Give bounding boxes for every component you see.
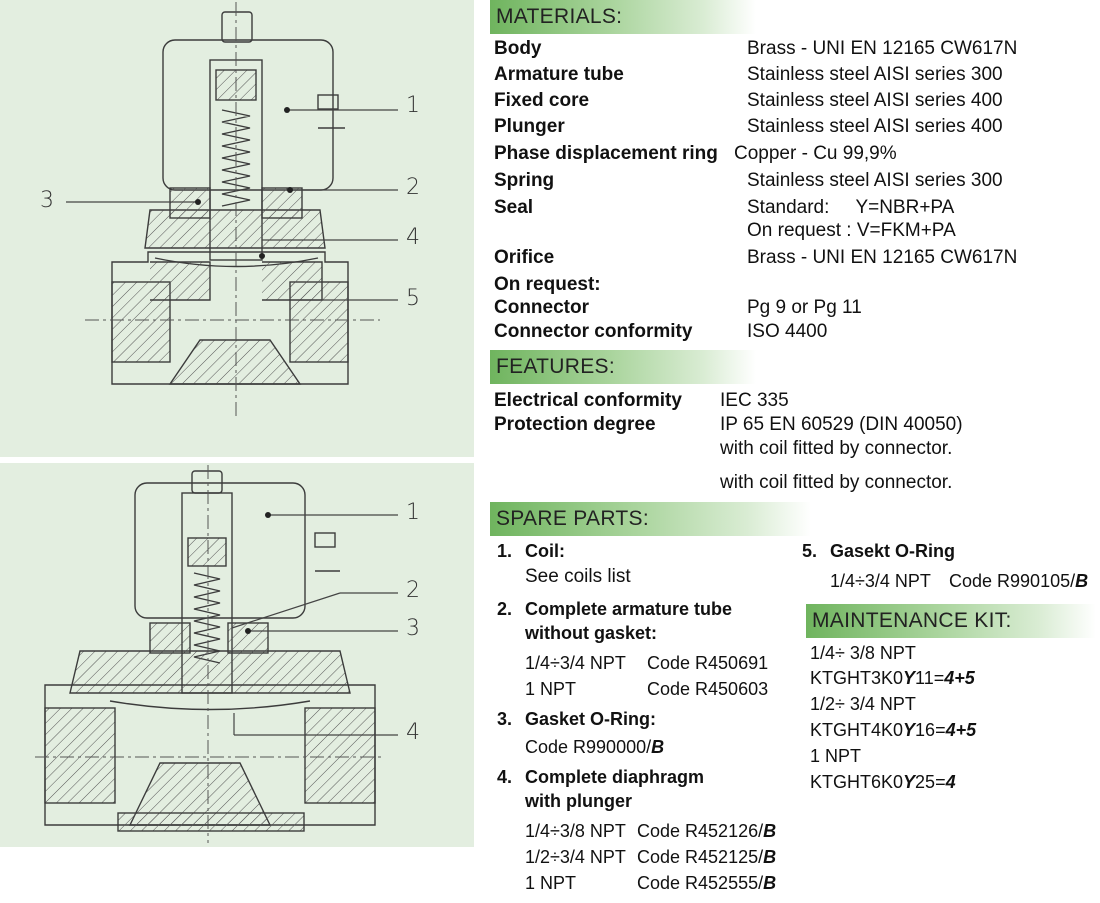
valve-drawing-bottom-panel: 1 2 3 4	[0, 463, 474, 847]
callout-1: 1	[406, 500, 420, 525]
material-row: On request:	[494, 274, 601, 295]
callout-4: 4	[406, 225, 420, 250]
spare-part-3-name: Gasket O-Ring:	[525, 709, 657, 729]
spare-part-5-num: 5.	[802, 541, 818, 561]
material-row: Connector	[494, 297, 589, 318]
kit-code: KTGHT6K0Y25=4	[810, 772, 956, 792]
spare-part-2-size: 1/4÷3/4 NPT	[525, 653, 626, 673]
valve-drawing-top-panel: 1 2 3 4 5	[0, 0, 474, 457]
material-row: Plunger	[494, 116, 565, 137]
spare-part-1-name: Coil:	[525, 541, 565, 561]
spare-part-2-code: Code R450603	[647, 679, 769, 699]
spare-part-5-size: 1/4÷3/4 NPT	[830, 571, 931, 591]
spare-part-1-num: 1.	[497, 541, 513, 561]
material-value: Stainless steel AISI series 300	[747, 170, 1003, 191]
spare-part-3-num: 3.	[497, 709, 513, 729]
material-row: Spring	[494, 170, 555, 191]
valve-section-drawing-bottom	[35, 465, 398, 843]
spare-part-4-code: Code R452555/B	[637, 873, 777, 893]
material-value: Stainless steel AISI series 400	[747, 116, 1003, 137]
spare-part-2-num: 2.	[497, 599, 513, 619]
features-header: FEATURES:	[490, 350, 756, 384]
material-row: Fixed core	[494, 90, 590, 111]
material-row: Connector conformity	[494, 321, 693, 342]
feature-value: with coil fitted by connector.	[720, 438, 953, 459]
material-value: Copper - Cu 99,9%	[734, 143, 897, 164]
material-value: On request : V=FKM+PA	[747, 220, 956, 241]
callout-2: 2	[406, 175, 420, 200]
callout-5: 5	[406, 286, 420, 311]
callout-1: 1	[406, 93, 420, 118]
kit-code: KTGHT3K0Y11=4+5	[810, 668, 975, 688]
spare-part-1-line: See coils list	[525, 566, 631, 587]
feature-value: with coil fitted by connector.	[720, 472, 953, 493]
material-row: Orifice	[494, 247, 555, 268]
feature-row: Electrical conformity	[494, 390, 682, 411]
spare-part-5-name: Gasekt O-Ring	[830, 541, 956, 561]
spare-part-3-code: Code R990000/B	[525, 737, 665, 757]
material-row: Phase displacement ring	[494, 143, 718, 164]
callout-3: 3	[406, 616, 420, 641]
material-value: Stainless steel AISI series 300	[747, 64, 1003, 85]
callout-2: 2	[406, 578, 420, 603]
spare-part-4-name: Complete diaphragm	[525, 767, 705, 787]
material-value: Stainless steel AISI series 400	[747, 90, 1003, 111]
spare-part-2-size: 1 NPT	[525, 679, 577, 699]
kit-size: 1/4÷ 3/8 NPT	[810, 643, 916, 663]
material-value: Brass - UNI EN 12165 CW617N	[747, 38, 1018, 59]
feature-row: Protection degree	[494, 414, 656, 435]
material-value: Pg 9 or Pg 11	[747, 297, 862, 318]
feature-value: IP 65 EN 60529 (DIN 40050)	[720, 414, 963, 435]
materials-header: MATERIALS:	[490, 0, 756, 34]
feature-value: IEC 335	[720, 390, 789, 411]
spare-part-2-name2: without gasket:	[525, 623, 658, 643]
kit-size: 1/2÷ 3/4 NPT	[810, 694, 916, 714]
material-row: Seal	[494, 197, 534, 218]
kit-code: KTGHT4K0Y16=4+5	[810, 720, 977, 740]
valve-section-drawing-top	[66, 2, 398, 420]
material-value: Brass - UNI EN 12165 CW617N	[747, 247, 1018, 268]
spare-parts-header: SPARE PARTS:	[490, 502, 811, 536]
spare-part-4-code: Code R452126/B	[637, 821, 777, 841]
callout-3: 3	[40, 188, 54, 213]
kit-size: 1 NPT	[810, 746, 862, 766]
material-row: Armature tube	[494, 64, 624, 85]
material-value: Standard: Y=NBR+PA	[747, 197, 955, 218]
spare-part-4-size: 1 NPT	[525, 873, 577, 893]
spare-part-4-name2: with plunger	[525, 791, 632, 811]
spare-part-5-code: Code R990105/B	[949, 571, 1089, 591]
spare-part-4-size: 1/2÷3/4 NPT	[525, 847, 626, 867]
maintenance-kit-header: MAINTENANCE KIT:	[806, 604, 1096, 638]
material-row: Body	[494, 38, 542, 59]
spare-part-2-code: Code R450691	[647, 653, 769, 673]
spare-part-2-name: Complete armature tube	[525, 599, 733, 619]
callout-4: 4	[406, 720, 420, 745]
spare-part-4-num: 4.	[497, 767, 513, 787]
material-value: ISO 4400	[747, 321, 828, 342]
spare-part-4-size: 1/4÷3/8 NPT	[525, 821, 626, 841]
spare-part-4-code: Code R452125/B	[637, 847, 777, 867]
